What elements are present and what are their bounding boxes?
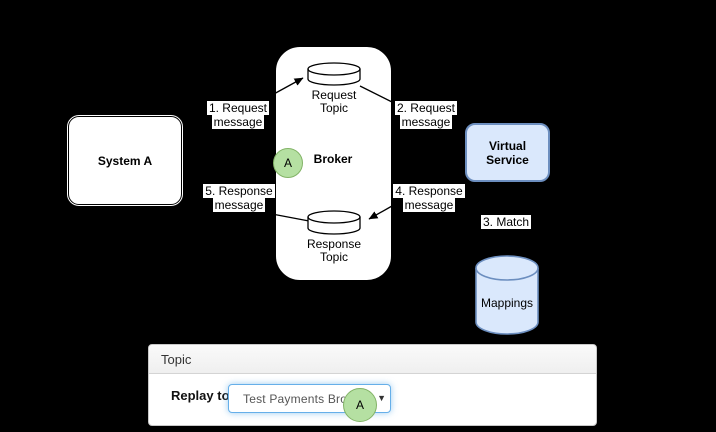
topic-panel-title: Topic	[161, 351, 192, 367]
dropdown-arrow-icon[interactable]: ▼	[377, 393, 386, 403]
mappings-label: Mappings	[480, 296, 534, 310]
response-topic-cylinder	[307, 210, 361, 235]
mappings-cylinder	[475, 255, 539, 335]
msg-5-response: 5. Response message	[203, 184, 275, 212]
replay-to-dropdown-value: Test Payments Brok	[243, 391, 354, 406]
topic-panel: Topic Replay to Test Payments Brok ▼	[148, 344, 597, 426]
virtual-service-box: Virtual Service	[465, 123, 550, 182]
response-topic-label: Response Topic	[306, 237, 362, 264]
msg-1-request: 1. Request message	[206, 101, 270, 129]
arrow-4-response	[368, 205, 393, 220]
replay-to-label: Replay to	[171, 388, 230, 403]
msg-4-response: 4. Response message	[393, 184, 465, 212]
broker-badge-a: A	[273, 148, 303, 178]
line-2-request	[359, 85, 399, 106]
msg-2-request: 2. Request message	[394, 101, 458, 129]
virtual-service-label-line1: Virtual	[488, 138, 527, 153]
system-a-inner-border	[68, 116, 182, 205]
request-topic-cylinder	[307, 62, 361, 86]
topic-panel-header: Topic	[149, 345, 596, 374]
msg-3-match: 3. Match	[480, 215, 532, 229]
request-topic-label: Request Topic	[311, 88, 357, 115]
panel-badge-a: A	[343, 388, 377, 422]
system-a-label: System A	[97, 153, 153, 168]
arrow-1-request	[271, 77, 304, 96]
broker-label: Broker	[313, 152, 353, 166]
system-a-box: System A	[65, 113, 185, 208]
virtual-service-label-line2: Service	[486, 152, 529, 167]
line-5-response	[271, 213, 310, 222]
